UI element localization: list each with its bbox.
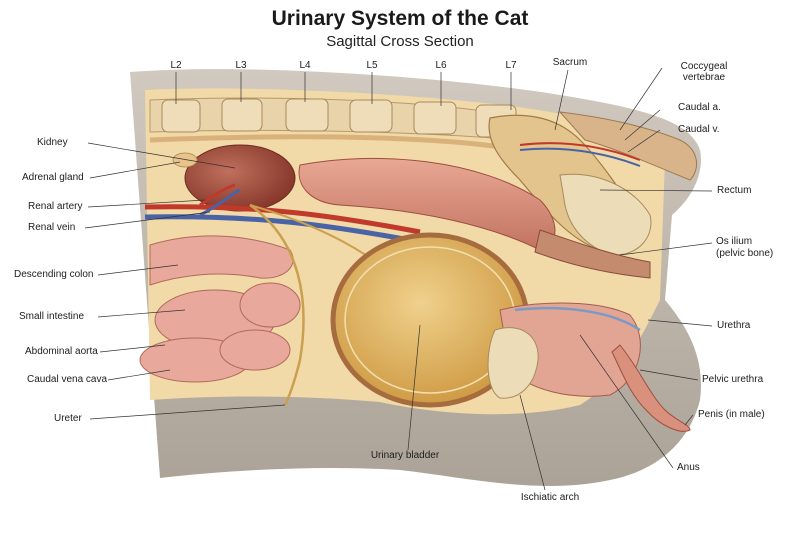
label-kidney: Kidney: [37, 137, 68, 148]
label-renal-vein: Renal vein: [28, 222, 76, 233]
label-os-ilium-2: (pelvic bone): [716, 248, 774, 259]
label-pelvic-urethra: Pelvic urethra: [702, 374, 764, 385]
label-renal-artery: Renal artery: [28, 201, 83, 212]
label-L6: L6: [435, 60, 447, 71]
label-abdominal-aorta: Abdominal aorta: [25, 346, 98, 357]
label-small-intestine: Small intestine: [19, 311, 85, 322]
renal-artery-vessel: [199, 183, 236, 207]
label-caudal-vein: Caudal v.: [678, 124, 720, 135]
urethra-vessel: [514, 306, 641, 332]
caudal-vein: [519, 147, 641, 167]
label-L2: L2: [170, 60, 182, 71]
label-os-ilium-1: Os ilium: [716, 236, 753, 247]
label-ureter: Ureter: [54, 413, 82, 424]
label-descending-colon: Descending colon: [14, 269, 94, 280]
diagram-subtitle: Sagittal Cross Section: [326, 33, 474, 50]
label-adrenal-gland: Adrenal gland: [22, 172, 84, 183]
label-sacrum: Sacrum: [552, 57, 588, 68]
label-L7: L7: [505, 60, 517, 71]
label-ischiatic-arch: Ischiatic arch: [520, 492, 580, 503]
ureter-vessel: [249, 203, 305, 406]
vena-cava-vessel: [144, 214, 421, 245]
penis-shape: [611, 344, 691, 432]
label-penis: Penis (in male): [698, 409, 765, 420]
label-L5: L5: [366, 60, 378, 71]
label-coccygeal-1: Coccygeal: [680, 61, 728, 72]
ischium-bone: [487, 327, 539, 399]
aorta-vessel: [144, 204, 421, 235]
label-caudal-artery: Caudal a.: [678, 102, 721, 113]
ilium-bone: [559, 173, 652, 256]
adrenal-shape: [172, 152, 198, 168]
label-coccygeal-2: vertebrae: [682, 72, 726, 83]
caudal-artery: [519, 142, 641, 161]
spinal-cord: [149, 134, 521, 153]
label-urinary-bladder: Urinary bladder: [370, 450, 440, 461]
label-L3: L3: [235, 60, 247, 71]
label-anus: Anus: [677, 462, 700, 473]
kidney-shape: [184, 144, 296, 212]
label-caudal-vena-cava: Caudal vena cava: [27, 374, 108, 385]
label-urethra: Urethra: [717, 320, 751, 331]
rectum-shape: [534, 229, 651, 279]
leader-lines: [84, 67, 713, 491]
label-rectum: Rectum: [717, 185, 752, 196]
diagram-title: Urinary System of the Cat: [271, 7, 529, 30]
small-intestine-shape: [139, 235, 301, 383]
label-L4: L4: [299, 60, 311, 71]
